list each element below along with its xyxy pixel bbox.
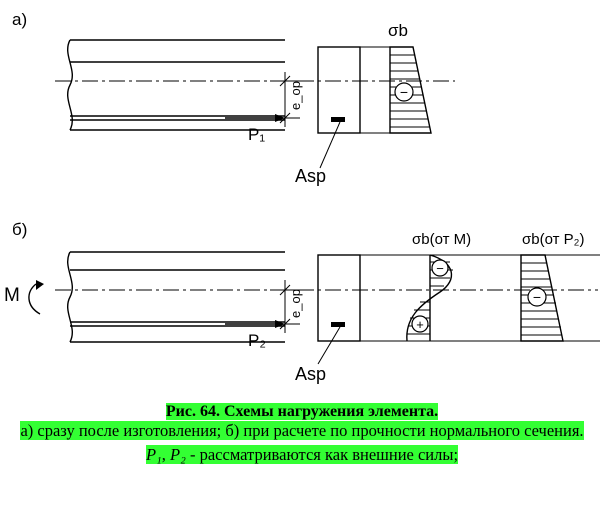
force-label-a: P₁ — [248, 125, 265, 144]
area-label-a: Asp — [295, 166, 326, 186]
stress-diagram-force-b — [520, 254, 564, 342]
caption-title: Рис. 64. Схемы нагружения элемента. — [0, 402, 604, 421]
cross-section-a — [317, 46, 395, 169]
caption-line-1: а) сразу после изготовления; б) при расч… — [0, 421, 604, 441]
stress-label-force-b: σb(от P₂) — [522, 231, 584, 248]
caption-sep: , — [161, 445, 171, 464]
eccentricity-label-a: e_op — [288, 81, 303, 110]
beam-a — [67, 39, 285, 131]
eccentricity-label-b: e_op — [288, 289, 303, 318]
area-label-b: Asp — [295, 364, 326, 384]
cross-section-b — [317, 254, 600, 365]
force-label-b: P₂ — [248, 331, 266, 350]
caption-forces: P₁, P₂ - рассматриваются как внешние сил… — [145, 445, 459, 464]
part-a: а) e_op P₁ — [12, 10, 455, 186]
part-b-marker: б) — [12, 220, 27, 239]
stress-label-a: σb — [388, 21, 408, 40]
caption-title-text: Рис. 64. Схемы нагружения элемента. — [165, 403, 439, 420]
part-a-marker: а) — [12, 10, 27, 29]
beam-b — [67, 251, 285, 343]
part-b: б) M e_op P₂ — [4, 220, 600, 384]
stress-label-moment-b: σb(от M) — [412, 231, 471, 248]
force-arrow-b — [225, 320, 285, 328]
moment-arrow-b — [28, 280, 44, 315]
stress-sign-a: − — [400, 84, 408, 100]
caption-p1: P₁ — [145, 445, 162, 464]
caption-forces-line: P₁, P₂ - рассматриваются как внешние сил… — [0, 445, 604, 465]
caption-forces-text: - рассматриваются как внешние силы; — [185, 445, 459, 464]
caption-p2: P₂ — [170, 445, 186, 464]
moment-label-b: M — [4, 285, 20, 306]
stress-sign-top-b: − — [436, 261, 444, 276]
stress-sign-bottom-b: + — [416, 317, 424, 332]
figure-caption: Рис. 64. Схемы нагружения элемента. а) с… — [0, 400, 604, 465]
caption-line-1-text: а) сразу после изготовления; б) при расч… — [20, 421, 584, 440]
stress-diagram-a — [389, 46, 432, 134]
loading-diagram: а) e_op P₁ — [4, 10, 600, 384]
force-arrow-a — [225, 114, 285, 122]
stress-diagram-moment-b — [406, 254, 453, 342]
stress-sign-force-b: − — [533, 289, 541, 305]
